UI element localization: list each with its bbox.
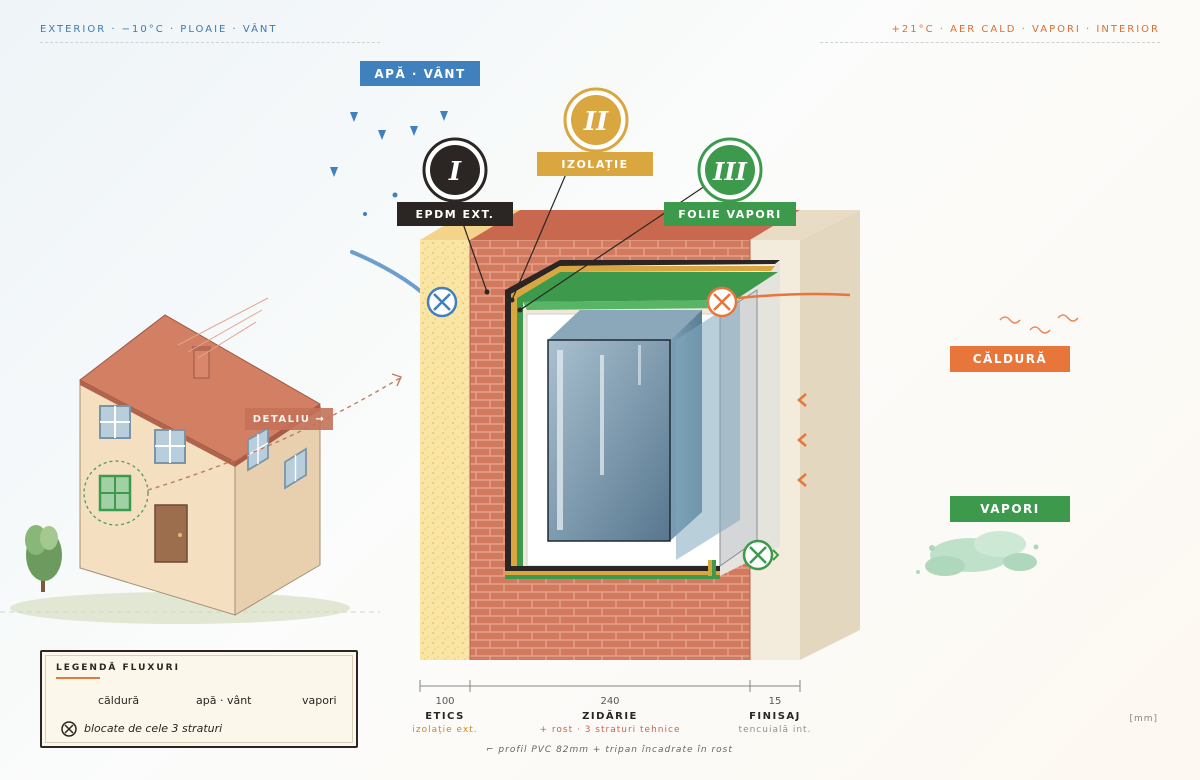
layer-1-label: EPDM EXT. [397,202,513,226]
vapor-cloud [916,531,1039,576]
interior-underline [820,42,1160,43]
legend-inner-frame [45,655,353,743]
layer-3-marker: III [697,137,763,203]
wall-section [420,210,860,660]
legend-heat-label: căldură [98,694,140,707]
detail-badge: DETALIU → [245,408,333,430]
layer-2-marker: II [563,87,629,153]
dimension-value: 15 [768,696,782,707]
dimension-zidarie: 240 ZIDĂRIE + rost · 3 straturi tehnice [540,696,681,735]
dimension-sub: + rost · 3 straturi tehnice [539,725,681,735]
legend-box: LEGENDĂ FLUXURI căldură apă · vânt vapor… [40,650,358,748]
heat-badge: CĂLDURĂ [950,346,1070,372]
water-wind-flow [350,250,426,296]
rain-wind-badge: APĂ · VÂNT [360,61,480,86]
layer-1-marker: I [422,137,488,203]
house-illustration [0,297,402,624]
dimension-sub: tencuială int. [738,725,812,735]
chevron-left-icon [797,393,807,487]
legend-water-label: apă · vânt [196,694,252,707]
tree-icon [25,525,62,592]
dimension-value: 240 [600,696,620,707]
layer-3-label: FOLIE VAPORI [664,202,796,226]
dimension-line [419,680,801,692]
legend-blocked-label: blocate de cele 3 straturi [84,722,223,735]
blocked-cross-icon [706,286,738,318]
layer-3-numeral: III [712,157,747,186]
unit-label: [mm] [1129,714,1158,724]
vapor-badge: VAPORI [950,496,1070,522]
blocked-cross-icon [61,721,77,737]
layer-2-label: IZOLAȚIE [537,152,653,176]
dimension-etics: 100 ETICS izolație ext. [412,696,477,735]
rain-drops [330,111,448,216]
legend-vapor-label: vapori [302,694,337,707]
profile-note: ⌐ profil PVC 82mm + tripan încadrate în … [486,745,733,755]
layer-2-numeral: II [583,107,609,137]
blocked-cross-icon [426,286,458,318]
legend-title-underline [56,677,100,679]
dimension-finisaj: 15 FINISAJ tencuială int. [739,696,812,735]
dimension-value: 100 [435,696,455,707]
blocked-cross-icon [742,539,780,571]
dimension-name: FINISAJ [749,711,801,722]
interior-conditions: +21°C · AER CALD · VAPORI · INTERIOR [891,24,1160,35]
dimension-name: ZIDĂRIE [582,711,638,722]
exterior-underline [40,42,380,43]
dimension-name: ETICS [425,711,465,722]
heat-flow [737,292,851,300]
legend-title: LEGENDĂ FLUXURI [56,663,180,673]
dimension-sub: izolație ext. [412,725,478,735]
exterior-conditions: EXTERIOR · −10°C · PLOAIE · VÂNT [40,24,278,35]
heat-squiggles [999,314,1079,334]
layer-1-numeral: I [448,157,462,187]
